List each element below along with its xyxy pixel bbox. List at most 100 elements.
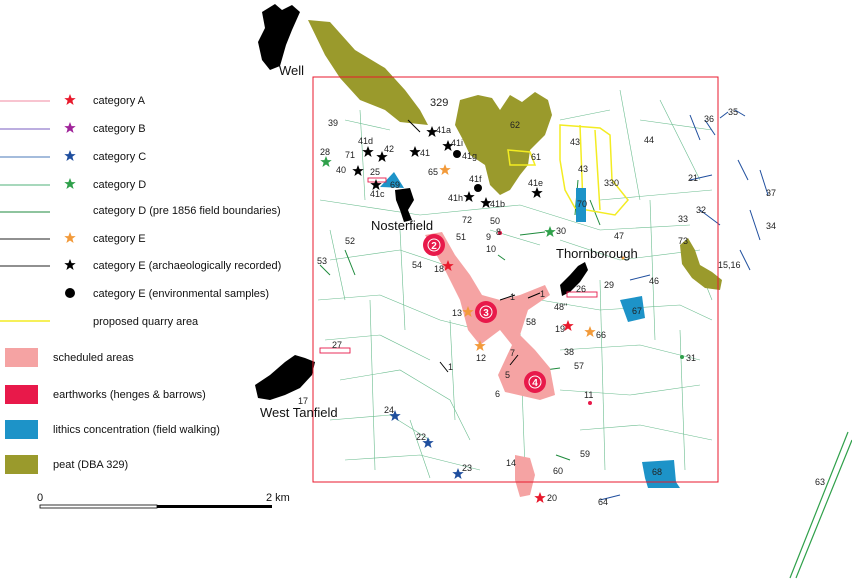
site-label: 46: [649, 276, 659, 286]
site-labels: 329 39 41a 41i 41d 42 41 41g 71 28 40 41…: [298, 97, 825, 507]
site-label: 38: [564, 347, 574, 357]
site-label: 51: [456, 232, 466, 242]
henge-2: [423, 234, 445, 256]
site-label: 57: [574, 361, 584, 371]
site-label: 64: [598, 497, 608, 507]
site-label: 62: [510, 120, 520, 130]
site-label: 15,16: [718, 260, 741, 270]
site-label: 27: [332, 340, 342, 350]
site-label: 23: [462, 463, 472, 473]
site-label: 71: [345, 150, 355, 160]
rect-25: [367, 177, 387, 183]
site-label: 34: [766, 221, 776, 231]
site-label: 43: [570, 137, 580, 147]
study-area-frame: [312, 76, 719, 483]
lithics-70: [576, 188, 586, 222]
legend-category-e-env: category E (environmental samples): [93, 288, 269, 300]
town-label-nosterfield: Nosterfield: [371, 218, 433, 233]
site-label: 32: [696, 205, 706, 215]
site-label: 10: [486, 244, 496, 254]
legend-category-e-arch: category E (archaeologically recorded): [93, 260, 281, 272]
lithics-69: [380, 172, 404, 188]
site-label: 1: [448, 362, 453, 372]
site-label: 50: [490, 216, 500, 226]
site-label: 41i: [451, 138, 463, 148]
site-label: 72: [462, 215, 472, 225]
henge-label-2: 2: [431, 241, 437, 252]
site-label: 13: [452, 308, 462, 318]
site-label: 41e: [528, 178, 543, 188]
site-label: 41: [420, 148, 430, 158]
site-label: 14: [506, 458, 516, 468]
site-label: 66: [596, 330, 606, 340]
site-label: 20: [547, 493, 557, 503]
legend-lithics: lithics concentration (field walking): [53, 424, 220, 436]
site-label: 25: [370, 167, 380, 177]
lithics-67: [620, 296, 645, 322]
site-label: 54: [412, 260, 422, 270]
site-label: 22: [416, 432, 426, 442]
site-label: 8: [496, 227, 501, 237]
site-label: 65: [428, 167, 438, 177]
town-label-west-tanfield: West Tanfield: [260, 405, 338, 420]
site-label: 1: [510, 292, 515, 302]
pre1856-boundaries: [319, 179, 601, 461]
legend-scheduled: scheduled areas: [53, 352, 134, 364]
site-label: 329: [430, 97, 448, 109]
town-label-thornborough: Thornborough: [556, 246, 638, 261]
site-label: 63: [815, 477, 825, 487]
scheduled-areas: [425, 232, 555, 497]
site-label: 60: [553, 466, 563, 476]
site-label: 41a: [436, 125, 451, 135]
site-label: 52: [345, 236, 355, 246]
town-well-shape: [258, 4, 300, 70]
scale-bar: 0 2 km: [37, 492, 290, 509]
site-label: 48": [554, 302, 567, 312]
site-label: 59: [580, 449, 590, 459]
site-label: 21: [688, 173, 698, 183]
site-label: 28: [320, 147, 330, 157]
site-label: 30: [556, 226, 566, 236]
site-label: 43: [578, 164, 588, 174]
site-label: 6: [495, 389, 500, 399]
site-label: 12: [476, 353, 486, 363]
site-label: 40: [336, 165, 346, 175]
legend-category-c: category C: [93, 151, 146, 163]
site-label: 26: [576, 284, 586, 294]
site-label: 42: [384, 144, 394, 154]
rect-27: [319, 347, 351, 354]
site-label: 41g: [462, 151, 477, 161]
scale-start: 0: [37, 492, 43, 504]
lithics-concentrations: [380, 172, 680, 488]
site-label: 41d: [358, 136, 373, 146]
town-west-tanfield-shape: [255, 355, 315, 400]
site-label: 11: [584, 390, 593, 400]
town-nosterfield-shape: [395, 188, 414, 222]
site-label: 1: [540, 289, 545, 299]
henges: 2 3 4: [423, 234, 546, 393]
site-label: 35: [728, 107, 738, 117]
site-label: 58: [526, 317, 536, 327]
site-label: 18: [434, 264, 444, 274]
legend-category-a: category A: [93, 95, 146, 107]
henge-label-3: 3: [483, 308, 489, 319]
peat-areas: [308, 20, 722, 290]
scale-end: 2 km: [266, 492, 290, 504]
rect-26: [566, 291, 598, 298]
legend-category-e: category E: [93, 233, 146, 245]
legend-peat: peat (DBA 329): [53, 459, 128, 471]
site-label: 67: [632, 306, 642, 316]
legend-category-d: category D: [93, 179, 146, 191]
site-label: 17: [298, 396, 308, 406]
site-label: 7: [510, 348, 515, 358]
site-label: 36: [704, 114, 714, 124]
town-thornborough-shape: [560, 262, 588, 296]
field-boundaries: [317, 89, 713, 479]
legend-earthworks: earthworks (henges & barrows): [53, 389, 206, 401]
legend: category A category B category C categor…: [0, 94, 281, 474]
site-label: 47: [614, 231, 624, 241]
site-label: 19: [555, 324, 565, 334]
site-label: 70: [577, 199, 587, 209]
category-e-env-dots: [453, 150, 482, 192]
